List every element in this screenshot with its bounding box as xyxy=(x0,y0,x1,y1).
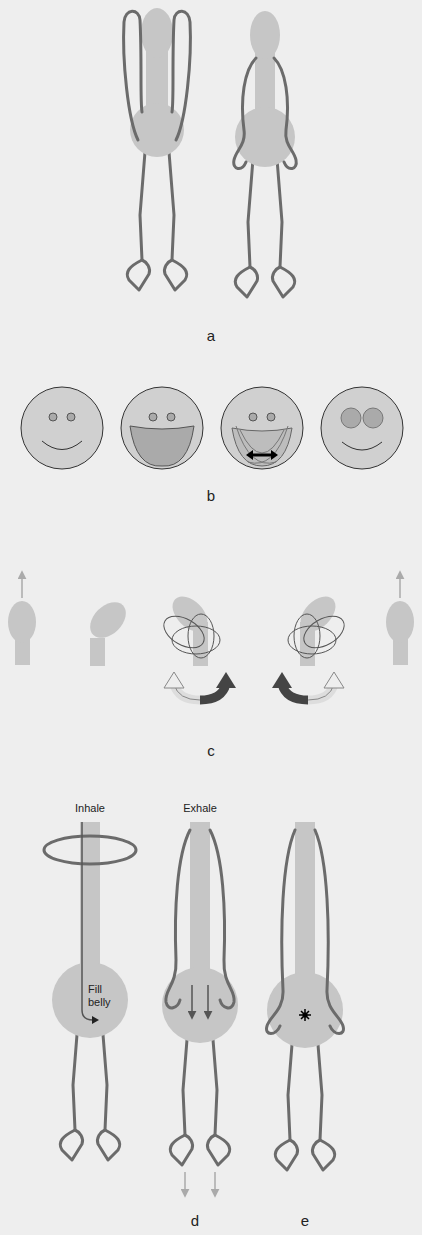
panel-letter: c xyxy=(207,742,215,759)
head-movements xyxy=(8,572,414,700)
faces xyxy=(21,387,403,469)
node-text: Fill belly xyxy=(88,983,118,1008)
panel-letter: b xyxy=(207,487,215,504)
belly-circle: Fill belly xyxy=(52,962,128,1038)
figure-arms-up xyxy=(124,8,191,290)
exhale-figure xyxy=(162,822,238,1196)
breath-label: Inhale xyxy=(75,802,105,815)
panel-letter: e xyxy=(301,1212,309,1229)
panel-letter: a xyxy=(207,327,215,344)
figure-arms-down xyxy=(234,11,297,297)
centred-figure xyxy=(267,822,344,1170)
breath-label: Exhale xyxy=(183,802,217,815)
panel-letter: d xyxy=(191,1212,199,1229)
inhale-figure xyxy=(44,822,136,1160)
